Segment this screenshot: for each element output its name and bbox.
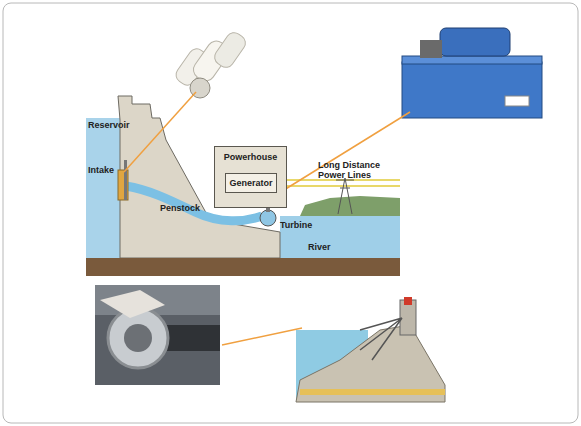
turbine-wheel [260,210,276,226]
part-label: Penstock [160,203,220,213]
spillway-gate-diagram [296,297,445,402]
leader-lines [124,92,410,345]
node-label: Generator [226,178,276,188]
pylon [336,178,354,214]
river-water [280,216,400,260]
powerhouse-building: PowerhouseGenerator [214,146,287,208]
intake-rod [124,160,127,200]
part-label: River [308,242,348,252]
node-label: Powerhouse [215,152,286,162]
machining-photo [95,285,220,385]
part-label: Long Distance Power Lines [318,160,398,180]
part-label: Intake [88,165,128,175]
hydraulic-power-unit-image [402,28,542,118]
page-frame [3,3,578,423]
part-label: Turbine [280,220,330,230]
part-label: Reservoir [88,120,148,130]
hydraulic-cylinder-image [173,30,249,98]
ground [86,258,400,276]
dam-body [118,96,280,258]
generator-box: Generator [225,173,277,193]
